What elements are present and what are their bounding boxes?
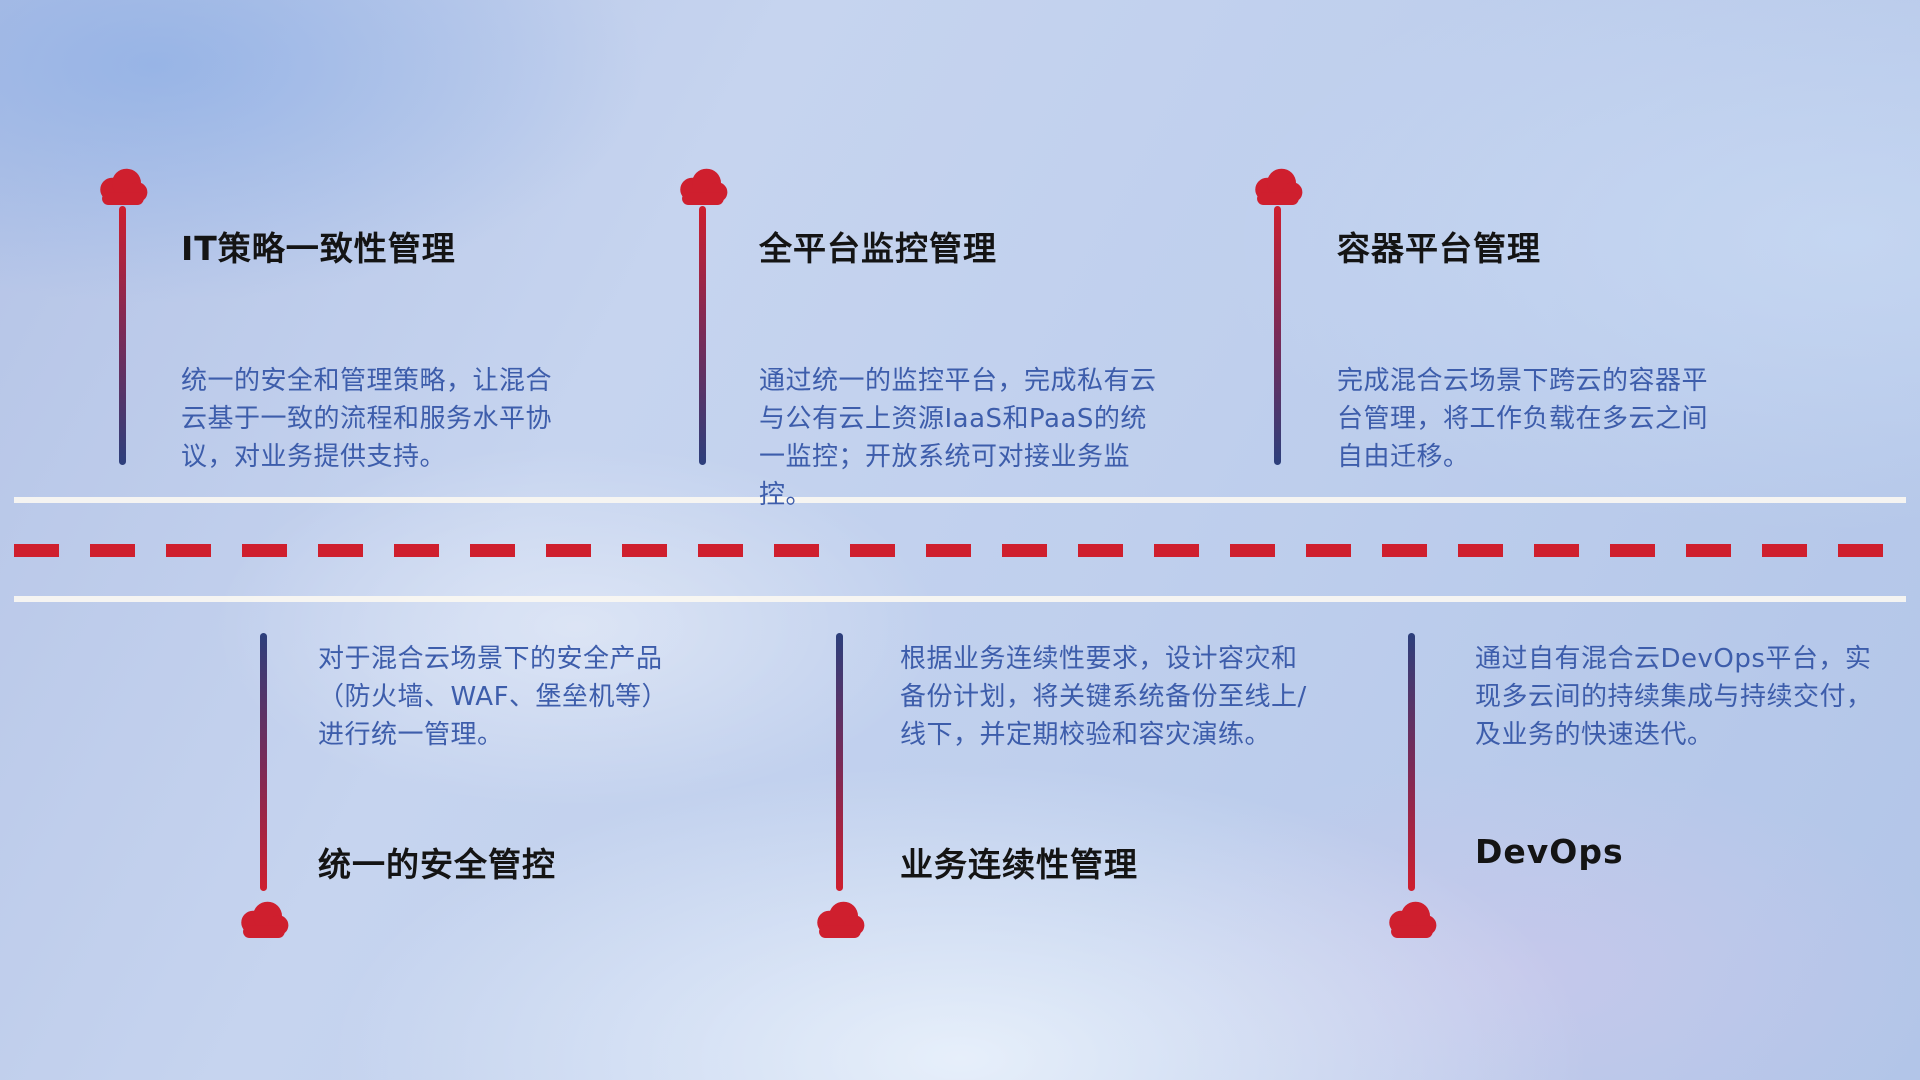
capability-description: 通过自有混合云DevOps平台，实现多云间的持续集成与持续交付，及业务的快速迭代…	[1475, 644, 1873, 750]
capability-description: 统一的安全和管理策略，让混合云基于一致的流程和服务水平协议，对业务提供支持。	[181, 366, 553, 472]
timeline-dashed-line	[14, 544, 1906, 557]
capability-title: DevOps	[1475, 832, 1624, 871]
connector-line	[836, 633, 843, 891]
cloud-icon	[93, 164, 151, 206]
cloud-icon	[234, 897, 292, 939]
capability-title: 全平台监控管理	[759, 229, 997, 268]
cloud-icon	[810, 897, 868, 939]
connector-line	[699, 206, 706, 465]
capability-title: 容器平台管理	[1337, 229, 1541, 268]
capability-title: 业务连续性管理	[900, 845, 1138, 884]
capability-title: IT策略一致性管理	[181, 229, 456, 268]
capability-description: 通过统一的监控平台，完成私有云与公有云上资源IaaS和PaaS的统一监控；开放系…	[759, 366, 1157, 510]
timeline-bottom-border	[14, 596, 1906, 602]
cloud-icon	[1248, 164, 1306, 206]
capability-description: 根据业务连续性要求，设计容灾和备份计划，将关键系统备份至线上/线下，并定期校验和…	[900, 644, 1307, 750]
capability-description: 完成混合云场景下跨云的容器平台管理，将工作负载在多云之间自由迁移。	[1337, 366, 1709, 472]
connector-line	[119, 206, 126, 465]
connector-line	[1408, 633, 1415, 891]
capability-title: 统一的安全管控	[318, 845, 556, 884]
connector-line	[260, 633, 267, 891]
cloud-icon	[1382, 897, 1440, 939]
capability-description: 对于混合云场景下的安全产品（防火墙、WAF、堡垒机等）进行统一管理。	[318, 644, 669, 750]
timeline-top-border	[14, 497, 1906, 503]
cloud-icon	[673, 164, 731, 206]
connector-line	[1274, 206, 1281, 465]
